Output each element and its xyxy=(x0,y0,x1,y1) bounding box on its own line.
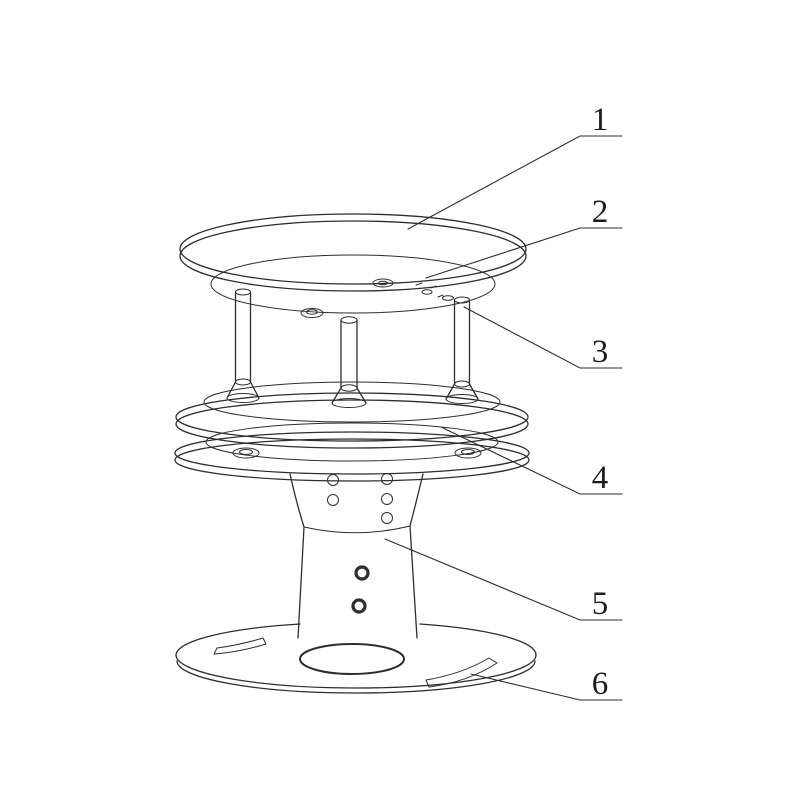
mounting-flange xyxy=(175,623,537,694)
top-cap-underside xyxy=(210,254,496,314)
upper-plate-rim xyxy=(175,392,529,442)
flange-center-hole xyxy=(299,643,405,675)
sensor-body xyxy=(289,473,424,639)
upper-plate-rim-thickness xyxy=(175,399,529,449)
plate-screw-boss-left xyxy=(232,447,260,459)
callout-6-label: 6 xyxy=(592,666,609,702)
cap-boss-inner xyxy=(306,309,318,315)
cap-small-hole xyxy=(442,295,454,301)
plate-screw-boss-right xyxy=(454,447,482,459)
flange-front-edge xyxy=(175,654,537,689)
set-screw-icon xyxy=(421,289,433,295)
cap-screw-details xyxy=(300,278,454,318)
upper-plate-top-face xyxy=(203,381,501,423)
lower-plate-rim-thickness xyxy=(174,438,530,482)
top-cap-outer-rim xyxy=(179,213,527,285)
callout-2-leader xyxy=(425,227,623,279)
callout-2-label: 2 xyxy=(592,194,609,230)
callout-1-leader xyxy=(407,135,623,230)
callout-4-leader xyxy=(440,426,623,495)
callout-5-label: 5 xyxy=(592,586,609,622)
flange-slot-left xyxy=(213,637,267,655)
flange-thickness-edge xyxy=(176,660,536,694)
callouts: 1 2 3 4 5 6 xyxy=(384,102,623,702)
body-left-edge xyxy=(289,473,305,639)
support-posts xyxy=(226,288,479,408)
flange-back-edge-left xyxy=(175,623,301,656)
cap-hole-inner xyxy=(378,280,388,286)
top-cap xyxy=(179,213,527,314)
lower-plate-rim xyxy=(174,431,530,475)
shield-plates xyxy=(174,381,530,482)
lower-plate-top-face xyxy=(205,422,499,462)
callout-1-label: 1 xyxy=(592,102,609,138)
callout-4-label: 4 xyxy=(592,460,609,496)
support-post-left xyxy=(226,288,260,403)
support-post-right xyxy=(445,296,479,404)
callout-3-leader xyxy=(463,306,623,369)
body-cable-holes xyxy=(351,565,370,614)
body-right-edge xyxy=(409,473,424,639)
top-cap-rim-thickness xyxy=(179,220,527,292)
cap-boss-outer xyxy=(300,308,324,318)
callout-5-leader xyxy=(384,538,623,621)
callout-6-leader xyxy=(470,673,623,701)
flange-back-edge-right xyxy=(419,623,537,656)
cap-hole-outer xyxy=(372,278,394,288)
body-seam xyxy=(303,525,411,534)
callout-3-label: 3 xyxy=(592,334,609,370)
support-post-middle xyxy=(331,316,367,408)
flange-slot-right xyxy=(425,657,498,688)
body-vent-holes xyxy=(327,473,393,524)
screw-tick-marks xyxy=(415,282,444,298)
